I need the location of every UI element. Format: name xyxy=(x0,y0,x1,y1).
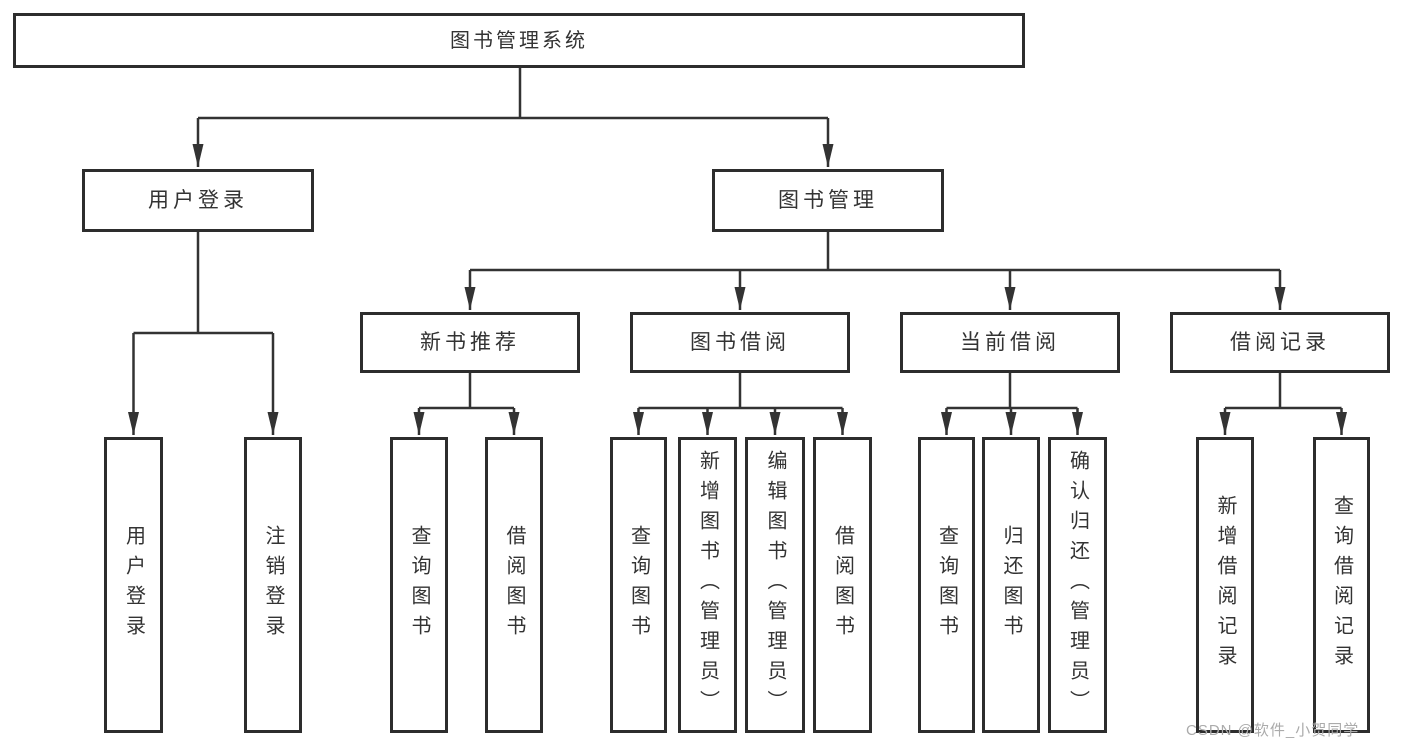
node-label: 用户登录 xyxy=(122,525,145,645)
node-label: 归还图书 xyxy=(1000,525,1022,645)
node-label: 编辑图书（管理员） xyxy=(764,450,786,720)
leaf-confirm-return-admin: 确认归还（管理员） xyxy=(1048,437,1107,733)
node-label: 借阅图书 xyxy=(831,525,854,645)
leaf-query-books-newbook: 查询图书 xyxy=(390,437,448,733)
node-current-borrow: 当前借阅 xyxy=(900,312,1120,373)
node-label: 查询图书 xyxy=(408,525,430,645)
node-label: 查询借阅记录 xyxy=(1330,495,1353,675)
node-label: 新书推荐 xyxy=(420,331,520,354)
node-label: 借阅记录 xyxy=(1230,331,1330,354)
node-label: 查询图书 xyxy=(627,525,650,645)
leaf-query-books-current: 查询图书 xyxy=(918,437,975,733)
node-label: 图书管理 xyxy=(778,189,878,212)
leaf-user-login: 用户登录 xyxy=(104,437,163,733)
leaf-edit-books-admin: 编辑图书（管理员） xyxy=(745,437,805,733)
node-label: 新增图书（管理员） xyxy=(696,450,719,720)
leaf-borrow-books-newbook: 借阅图书 xyxy=(485,437,543,733)
leaf-borrow-books: 借阅图书 xyxy=(813,437,872,733)
leaf-query-borrow-record: 查询借阅记录 xyxy=(1313,437,1370,733)
leaf-return-books: 归还图书 xyxy=(982,437,1040,733)
leaf-query-books-borrow: 查询图书 xyxy=(610,437,667,733)
leaf-add-books-admin: 新增图书（管理员） xyxy=(678,437,737,733)
node-user-login: 用户登录 xyxy=(82,169,314,232)
node-borrow-records: 借阅记录 xyxy=(1170,312,1390,373)
node-book-management: 图书管理 xyxy=(712,169,944,232)
node-new-book-recommend: 新书推荐 xyxy=(360,312,580,373)
node-label: 查询图书 xyxy=(935,525,958,645)
node-label: 用户登录 xyxy=(148,189,248,212)
root-node-system: 图书管理系统 xyxy=(13,13,1025,68)
node-label: 注销登录 xyxy=(262,525,284,645)
csdn-watermark: CSDN @软件_小贺同学 xyxy=(1186,722,1360,739)
leaf-logout-login: 注销登录 xyxy=(244,437,302,733)
node-book-borrow: 图书借阅 xyxy=(630,312,850,373)
node-label: 图书管理系统 xyxy=(450,29,588,52)
node-label: 图书借阅 xyxy=(690,331,790,354)
node-label: 借阅图书 xyxy=(503,525,525,645)
node-label: 新增借阅记录 xyxy=(1214,495,1236,675)
node-label: 当前借阅 xyxy=(960,331,1060,354)
node-label: 确认归还（管理员） xyxy=(1066,450,1089,720)
leaf-add-borrow-record: 新增借阅记录 xyxy=(1196,437,1254,733)
